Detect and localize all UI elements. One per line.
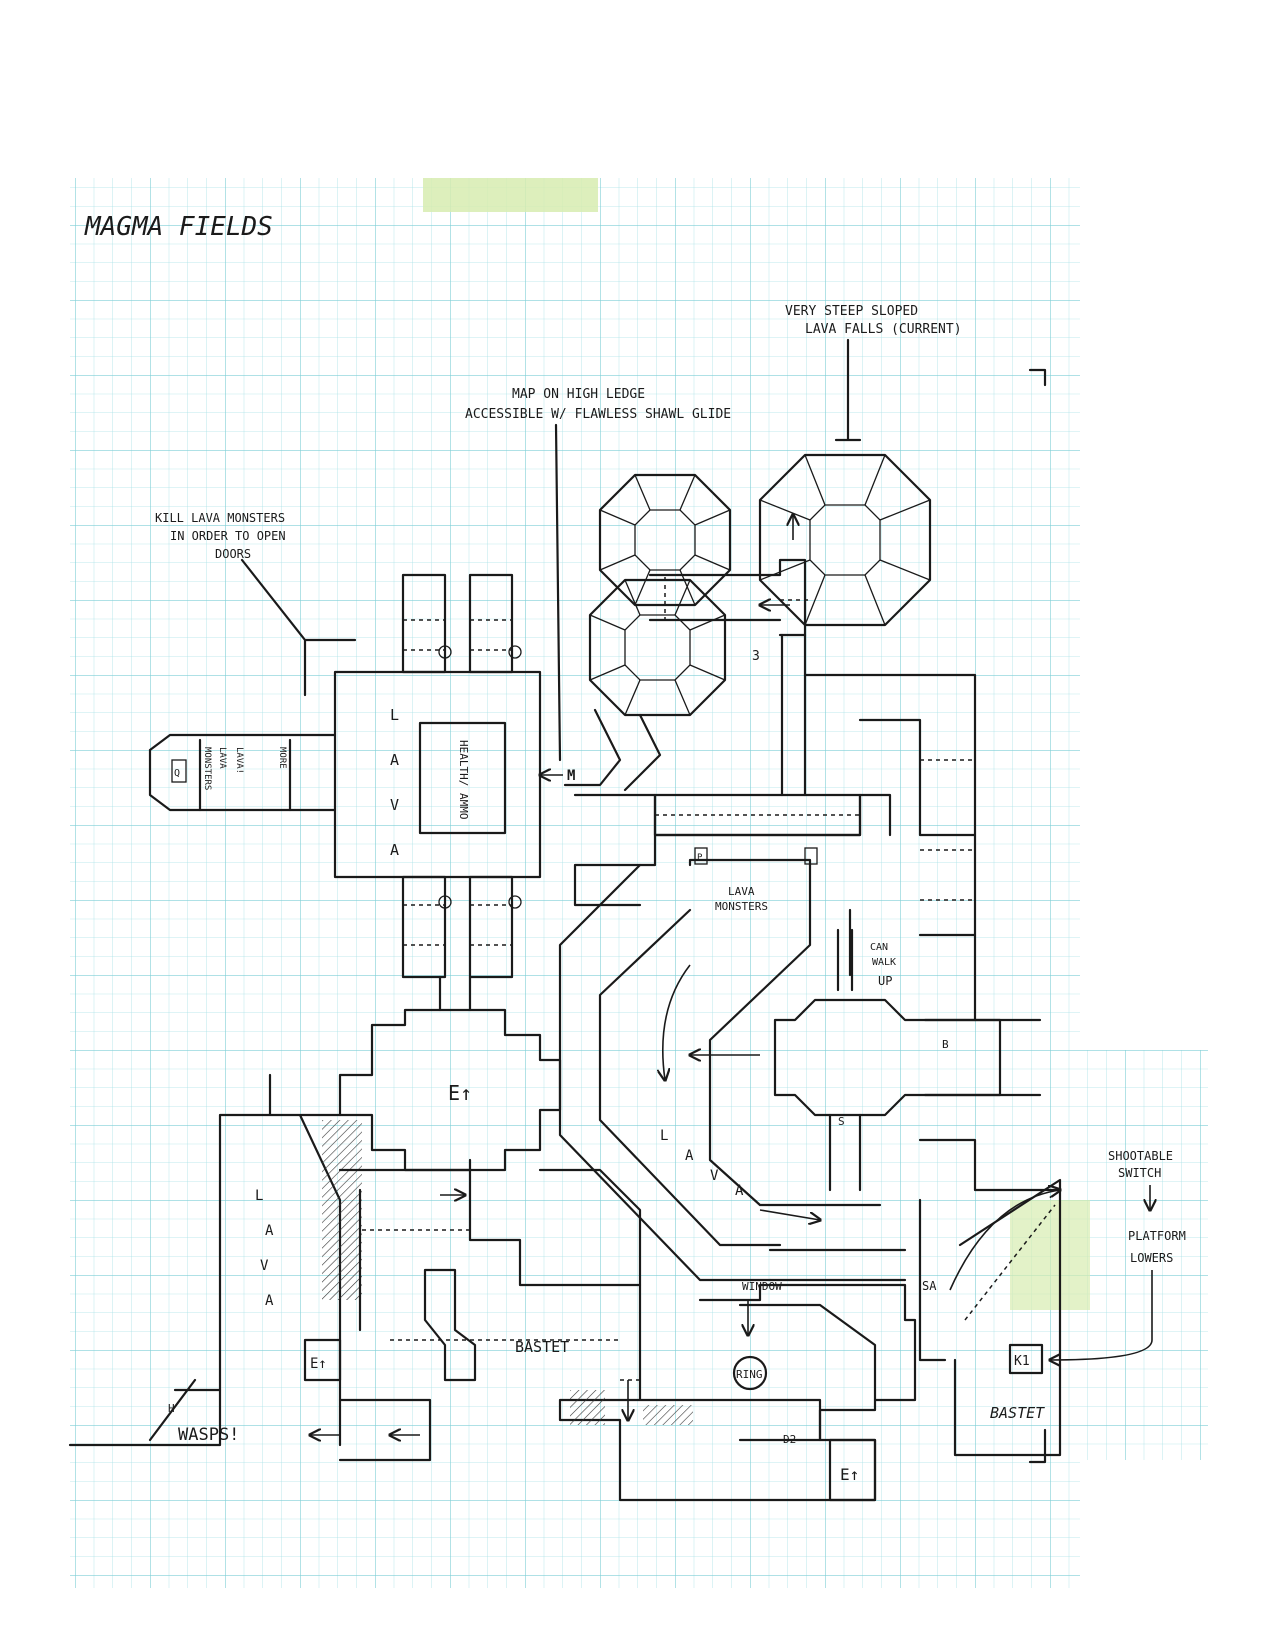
ring-marker (732, 1355, 768, 1391)
note-kill-3: DOORS (215, 547, 251, 561)
label-bastet-1: BASTET (515, 1338, 569, 1356)
central-complex: P LAVA MONSTERS L A V A CAN WALK UP (558, 793, 896, 1282)
map-title: MAGMA FIELDS (84, 212, 273, 242)
note-more-lava-1: MORE (277, 747, 287, 769)
svg-text:A: A (265, 1293, 274, 1309)
leader-kill (240, 558, 357, 697)
note-platform-2: LOWERS (1130, 1251, 1173, 1265)
label-m: M (567, 768, 575, 784)
svg-text:L: L (660, 1128, 668, 1144)
arrow-switch (949, 1190, 1060, 1291)
svg-text:S: S (838, 1115, 845, 1128)
note-kill-1: KILL LAVA MONSTERS (155, 511, 285, 525)
note-platform-1: PLATFORM (1128, 1229, 1186, 1243)
diagonal-link (563, 708, 662, 792)
svg-text:V: V (260, 1258, 269, 1274)
note-lava-falls-1: VERY STEEP SLOPED (785, 304, 918, 319)
note-more-lava-2: LAVA! (234, 747, 244, 774)
note-map-ledge-1: MAP ON HIGH LEDGE (512, 387, 645, 402)
east-column (803, 673, 1062, 1457)
octagon-room-ne (758, 453, 932, 627)
note-lava-falls-2: LAVA FALLS (CURRENT) (805, 322, 962, 337)
label-sa: SA (922, 1279, 937, 1293)
label-bastet-2: BASTET (990, 1404, 1045, 1422)
svg-text:H: H (168, 1402, 175, 1415)
note-kill-2: IN ORDER TO OPEN (170, 529, 286, 543)
ring-room: RING WINDOW (698, 1248, 917, 1442)
graph-paper-extension (1080, 1050, 1208, 1460)
note-can-walk-1: CAN (870, 942, 888, 953)
label-e-up-1: E↑ (448, 1081, 472, 1105)
svg-text:L: L (255, 1188, 263, 1204)
tape-top (423, 178, 598, 212)
label-wasps: WASPS! (178, 1425, 239, 1445)
corner-mark-top (1028, 368, 1047, 387)
tape-right (1010, 1200, 1090, 1310)
svg-text:V: V (710, 1168, 719, 1184)
southwest-area: H L A V A WASPS! E↑ (68, 1073, 432, 1462)
k1-box (1008, 1343, 1044, 1375)
note-shootable-1: SHOOTABLE (1108, 1149, 1173, 1163)
label-k1: K1 (1014, 1354, 1030, 1369)
label-health-ammo: HEALTH/ AMMO (457, 740, 470, 819)
note-more-lava-4: MONSTERS (202, 747, 212, 790)
svg-text:V: V (390, 796, 399, 814)
note-shootable-2: SWITCH (1118, 1166, 1161, 1180)
svg-text:B: B (942, 1038, 949, 1051)
label-ring: RING (736, 1368, 763, 1381)
note-can-walk-2: WALK (872, 957, 896, 968)
octagon-room-nw (598, 473, 732, 607)
bastet-pillar (423, 1268, 477, 1382)
e-room: E↑ (338, 1008, 562, 1172)
west-lava-room: Q MORE LAVA! LAVA MONSTERS (148, 733, 337, 812)
svg-text:A: A (390, 841, 399, 859)
svg-text:L: L (390, 706, 399, 724)
label-e-up-3: E↑ (840, 1465, 859, 1484)
svg-text:A: A (390, 751, 399, 769)
arrow-lava-right (759, 1209, 820, 1220)
south-doors (401, 875, 522, 1012)
svg-text:Q: Q (174, 768, 180, 779)
svg-text:A: A (685, 1148, 694, 1164)
svg-text:A: A (735, 1183, 744, 1199)
leader-lava-falls (834, 338, 862, 442)
platform-dash (964, 1204, 1056, 1321)
arrow-platform (1050, 1270, 1153, 1360)
label-lava-monsters-2: MONSTERS (715, 900, 768, 913)
corner-mark-bottom (1028, 1428, 1047, 1464)
label-lava-monsters-1: LAVA (728, 885, 755, 898)
bastet-area: BASTET D2 E↑ (338, 1158, 877, 1502)
north-shaft (780, 633, 807, 797)
note-more-lava-3: LAVA (217, 747, 227, 769)
svg-text:P: P (697, 853, 703, 863)
east-cross-room: S B (773, 998, 1042, 1192)
label-e-up-2: E↑ (310, 1356, 327, 1372)
label-three: 3 (752, 649, 760, 664)
north-corridor (648, 558, 807, 637)
label-window: WINDOW (742, 1280, 782, 1293)
north-doors (401, 573, 522, 674)
note-can-walk-3: UP (878, 974, 892, 988)
north-corridor-dash (664, 577, 810, 620)
arrow-curve (663, 964, 691, 1080)
svg-text:A: A (265, 1223, 274, 1239)
leader-map-ledge (554, 423, 562, 762)
note-map-ledge-2: ACCESSIBLE W/ FLAWLESS SHAWL GLIDE (465, 407, 731, 422)
